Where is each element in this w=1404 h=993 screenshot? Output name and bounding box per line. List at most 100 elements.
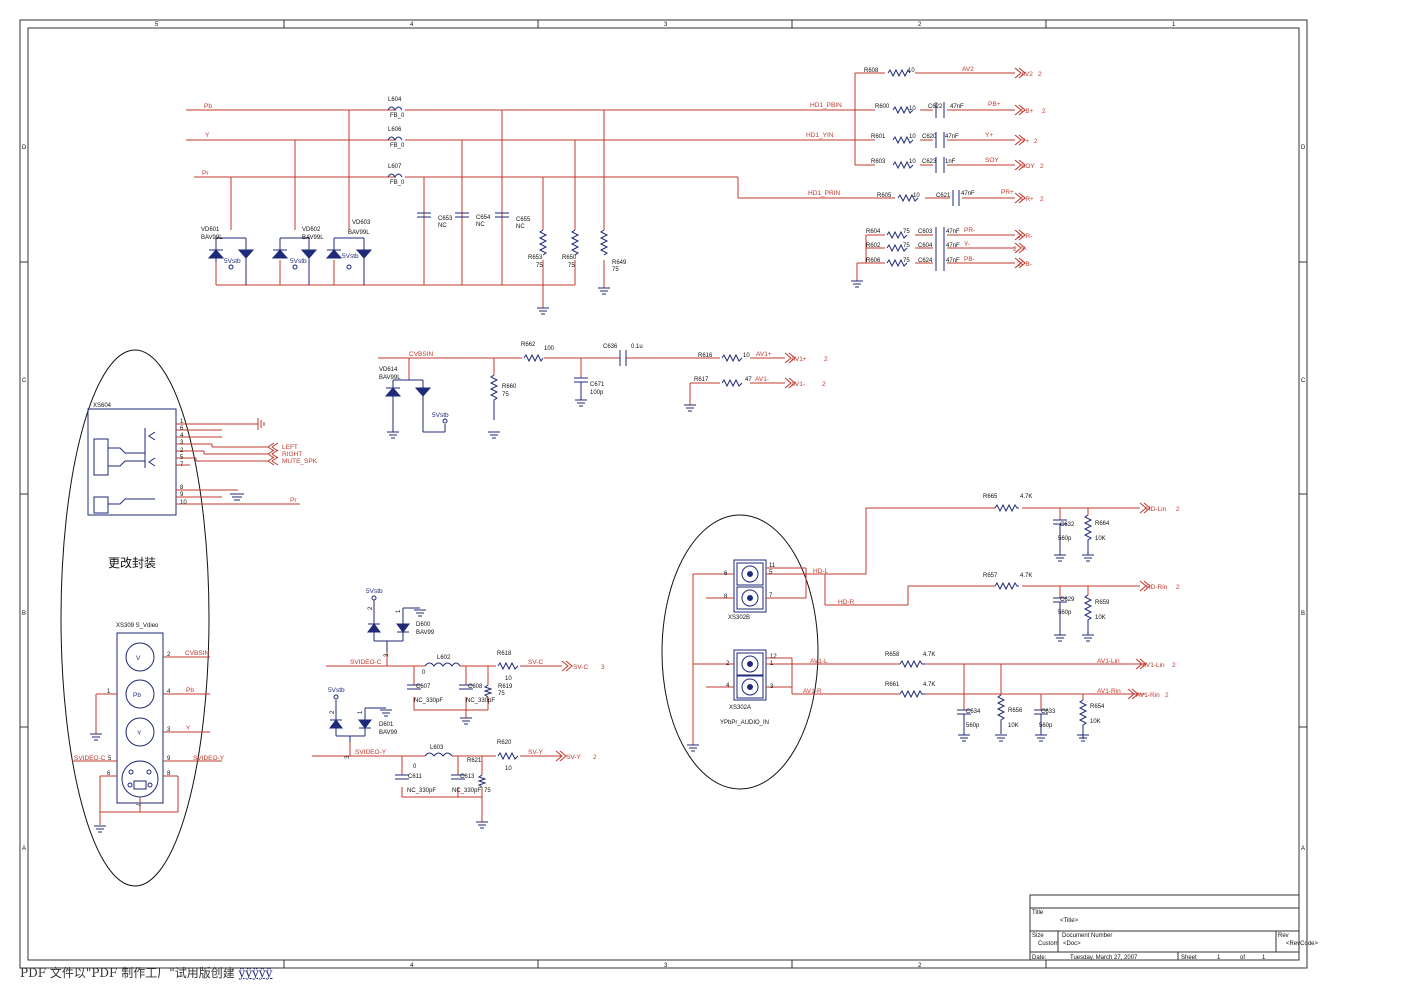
label-l607: L607 — [388, 164, 402, 170]
label-fivevstb: 5Vstb — [366, 588, 383, 595]
label-docnum-label: Document Number — [1062, 933, 1112, 939]
label-r616: R616 — [698, 353, 713, 359]
label-jpb: Pb — [133, 692, 141, 699]
label-av1m: AV1- — [791, 381, 805, 388]
label-v47nf: 47nF — [946, 229, 960, 235]
label-r606: R606 — [866, 258, 881, 264]
pin-number: 3 — [180, 440, 184, 446]
watermark-text: PDF 文件以"PDF 制作工厂"试用版创建 — [20, 966, 235, 980]
label-v10: 10 — [908, 68, 915, 74]
label-v1nf: 1nF — [945, 159, 956, 165]
label-c623: C623 — [922, 159, 937, 165]
pin-number: 1 — [358, 710, 364, 714]
label-nc: NC — [516, 224, 525, 230]
label-y: Y — [205, 132, 210, 139]
cvbs-vstb: 5Vstb — [432, 412, 449, 419]
label-prp: PR+ — [1001, 189, 1014, 196]
label-r658: R658 — [885, 652, 900, 658]
label-c620: C620 — [922, 134, 937, 140]
cvbs-wires — [378, 357, 785, 405]
pin-number: 2 — [368, 606, 374, 610]
label-bav99l: BAV99L — [348, 230, 370, 236]
label-nc330: NC_330pF — [407, 788, 436, 794]
label-r657: R657 — [983, 573, 998, 579]
label-c655: C655 — [516, 217, 531, 223]
label-av1p: AV1+ — [756, 351, 772, 358]
xs309-nets: CVBSIN Pb Y SVIDEO-C SVIDEO-Y — [74, 650, 225, 762]
label-av1-l: AV1-L — [810, 658, 828, 665]
pin-number: 5 — [180, 455, 184, 461]
label-c624: C624 — [918, 258, 933, 264]
pin-number: 3 — [345, 755, 351, 759]
pin-number: 2 — [167, 652, 171, 658]
label-n2: 2 — [1040, 163, 1044, 170]
pin-number: 8 — [167, 771, 171, 777]
row-label: B — [1301, 611, 1305, 617]
label-v47k: 4.7K — [923, 682, 935, 688]
label-n2: 2 — [824, 356, 828, 363]
label-l602: L602 — [437, 655, 451, 661]
label-r604: R604 — [866, 229, 881, 235]
label-pbp: PB+ — [988, 101, 1001, 108]
label-pbp: PB+ — [1021, 108, 1034, 115]
label-of-label: of — [1240, 955, 1245, 961]
label-v47nf: 47nF — [950, 104, 964, 110]
label-r660: R660 — [502, 384, 517, 390]
label-hd-r: HD-R — [838, 599, 855, 606]
label-c634: C634 — [966, 709, 981, 715]
label-d601: D601 — [379, 722, 394, 728]
label-r602: R602 — [866, 243, 881, 249]
xs302-connectors — [733, 559, 767, 701]
label-mute-spk: MUTE_SPK — [282, 458, 318, 465]
label-v10k: 10K — [1008, 723, 1019, 729]
label-cvbsin: CVBSIN — [185, 650, 210, 657]
pin-number: 4 — [726, 683, 730, 689]
label-svideo-c: SVIDEO-C — [74, 755, 106, 762]
label-v560p: 560p — [1039, 723, 1053, 729]
label-av1lin: AV1-Lin — [1142, 662, 1165, 669]
label-av1-r: AV1-R — [803, 688, 822, 695]
vstb-labels: 5Vstb 5Vstb 5Vstb — [224, 253, 359, 265]
label-r654: R654 — [1090, 704, 1105, 710]
offpage-arrows-top — [1014, 67, 1026, 269]
label-vd603: VD603 — [352, 220, 371, 226]
label-size-value: Custom — [1038, 941, 1059, 947]
label-r617: R617 — [694, 377, 709, 383]
label-v75: 75 — [568, 263, 575, 269]
label-n2: 2 — [1040, 196, 1044, 203]
col-label: 4 — [410, 22, 414, 28]
label-svc: SV-C — [528, 659, 543, 666]
label-v75: 75 — [536, 263, 543, 269]
label-v47: 47 — [745, 377, 752, 383]
label-nc: NC — [438, 223, 447, 229]
label-v75: 75 — [484, 788, 491, 794]
label-r656: R656 — [1008, 708, 1023, 714]
label-r661: R661 — [885, 682, 900, 688]
label-hd1-yin: HD1_YIN — [806, 132, 834, 139]
col-label: 3 — [664, 963, 668, 969]
title-block-text: Title <Title> Size Custom Document Numbe… — [1032, 910, 1319, 961]
pin-number: 1 — [770, 661, 774, 667]
pin-number: 6 — [724, 571, 728, 577]
xs604-connector — [87, 408, 177, 516]
pin-number: 4 — [167, 689, 171, 695]
label-av1rin: AV1-Rin — [1136, 692, 1160, 699]
label-title-label: Title — [1032, 910, 1044, 916]
label-v10k: 10K — [1095, 536, 1106, 542]
col-label: 2 — [918, 963, 922, 969]
label-right: RIGHT — [282, 451, 302, 458]
watermark-link[interactable]: ÿÿÿÿÿ — [238, 966, 273, 980]
pin-number: 8 — [180, 485, 184, 491]
label-svideo-c: SVIDEO-C — [350, 659, 382, 666]
label-svideo-y: SVIDEO-Y — [193, 755, 225, 762]
xs309-symbols: V Pb Y — [133, 655, 142, 737]
label-svc: SV-C — [573, 664, 588, 671]
label-v75: 75 — [502, 392, 509, 398]
label-r618: R618 — [497, 651, 512, 657]
pin-number: 1 — [396, 609, 402, 613]
label-ym: Y- — [1021, 246, 1027, 253]
label-l606: L606 — [388, 127, 402, 133]
label-c622: C622 — [928, 104, 943, 110]
